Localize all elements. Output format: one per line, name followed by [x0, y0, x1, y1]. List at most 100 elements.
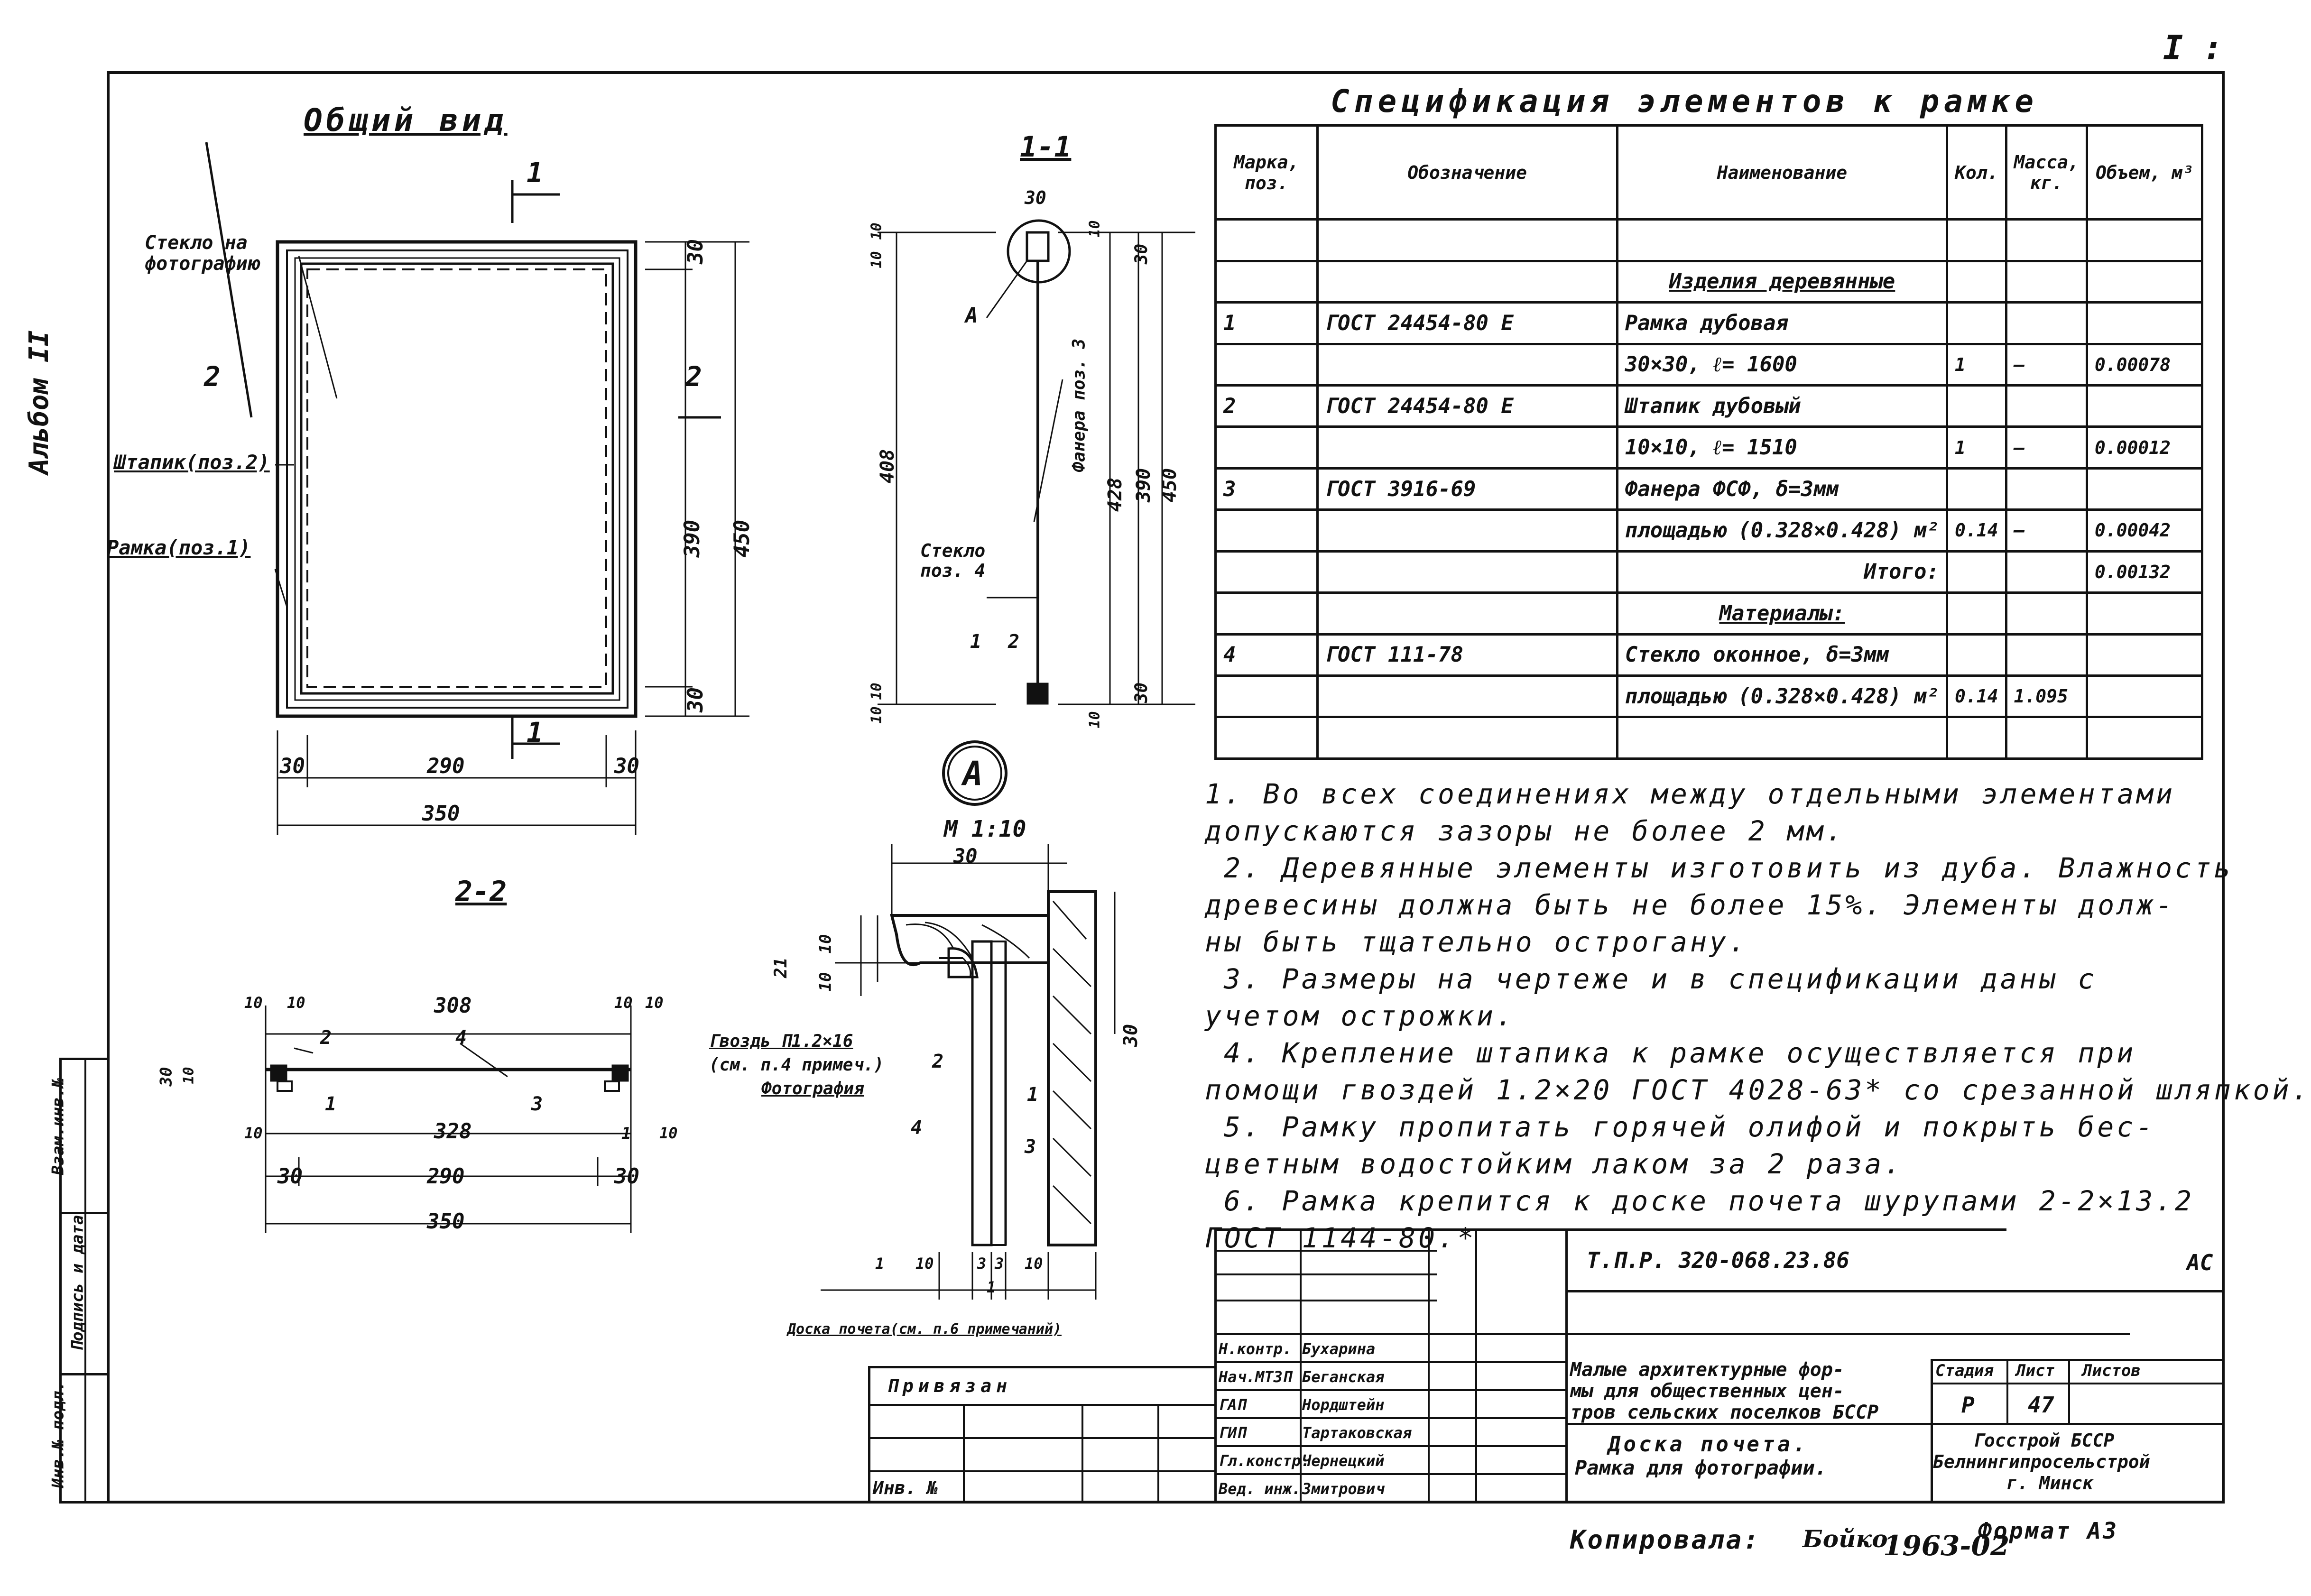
section-1-1-plywood: Фанера поз. 3 — [1069, 338, 1089, 472]
section-1-1-dim-390: 390 — [1133, 468, 1155, 503]
staff-name: Чернецкий — [1302, 1452, 1385, 1470]
spec-cell — [2085, 674, 2204, 719]
spec-cell: 0.00078 — [2085, 342, 2204, 387]
spec-cell — [1316, 674, 1618, 719]
staff-name: Бухарина — [1302, 1340, 1376, 1358]
spec-cell: Рамка дубовая — [1616, 301, 1949, 345]
section-1-1-dim-30-bottom: 30 — [1132, 682, 1152, 703]
spec-row — [1214, 218, 2204, 262]
spec-cell — [1316, 508, 1618, 553]
section-1-1-pos-1: 1 — [970, 631, 982, 653]
section-1-1-dim-bottom-a: 10 — [868, 683, 885, 700]
project-line-2: мы для общественных цен- — [1570, 1380, 1844, 1402]
spec-cell — [2005, 633, 2088, 677]
spec-cell — [1214, 508, 1319, 553]
footer-number: 1963-02 — [1883, 1530, 2010, 1562]
note-line: 2. Деревянные элементы изготовить из дуб… — [1224, 852, 2233, 884]
section-2-2-drawing — [265, 1006, 632, 1233]
section-1-1-title: 1-1 — [1020, 130, 1072, 164]
spec-cell: 1 — [1946, 342, 2007, 387]
spec-cell — [1946, 384, 2007, 428]
spec-cell — [1214, 342, 1319, 387]
spec-cell — [1316, 550, 1618, 594]
section-mark-2-left: 2 — [204, 360, 221, 393]
detail-a-pos-3: 3 — [1025, 1136, 1036, 1158]
general-view-drawing — [205, 142, 749, 835]
section-1-1-thickness: 30 — [1025, 187, 1046, 208]
spec-header-row: Марка, поз. Обозначение Наименование Кол… — [1214, 124, 2204, 221]
detail-a-dim-21: 21 — [771, 957, 791, 978]
section-2-2-dim-top-r1: 10 — [614, 994, 633, 1012]
spec-cell: — — [2005, 425, 2088, 470]
dim-bottom-left: 30 — [280, 754, 305, 778]
spec-head-name: Наименование — [1616, 124, 1949, 221]
section-2-2-dim-left-10: 10 — [180, 1067, 197, 1084]
dim-right-inner: 390 — [680, 519, 705, 558]
spec-cell: площадью (0.328×0.428) м² — [1616, 674, 1949, 719]
spec-cell — [2005, 259, 2088, 304]
staff-row: ГИП Тартаковская — [1217, 1419, 1568, 1447]
corner-mark: I : — [2163, 28, 2223, 67]
album-label: Альбом II — [24, 330, 55, 474]
section-2-2-dim-290: 290 — [427, 1164, 465, 1189]
section-2-2-dim-308: 308 — [434, 994, 472, 1018]
spec-row — [1214, 716, 2204, 760]
side-strip: Инв.№ подл. Подпись и дата Взам.инв.№ — [48, 1058, 107, 1504]
detail-a-dim-30-right: 30 — [1120, 1024, 1142, 1047]
section-2-2-dim-350: 350 — [427, 1209, 465, 1234]
staff-role: ГИП — [1219, 1424, 1246, 1442]
dim-right-bottom: 30 — [683, 687, 708, 712]
detail-a-dim-bottom-1a: 1 — [875, 1255, 885, 1273]
spec-cell — [2005, 716, 2088, 760]
detail-a-dim-10a: 10 — [816, 934, 835, 954]
spec-cell — [1316, 342, 1618, 387]
bound-label: Привязан — [887, 1375, 1012, 1396]
spec-cell: площадью (0.328×0.428) м² — [1616, 508, 1949, 553]
spec-cell: — — [2005, 508, 2088, 553]
spec-head-mass: Масса, кг. — [2005, 124, 2088, 221]
dim-bottom-inner: 290 — [427, 754, 465, 778]
section-1-1-dim-right-top: 10 — [1086, 220, 1103, 238]
stamp-inv-original: Инв.№ подл. — [48, 1381, 68, 1488]
doc-code: Т.П.Р. 320-068.23.86 — [1587, 1247, 1849, 1273]
spec-cell: ГОСТ 24454-80 Е — [1316, 301, 1618, 345]
staff-name: Тартаковская — [1302, 1424, 1412, 1442]
detail-a-dim-10b: 10 — [816, 972, 835, 992]
spec-cell — [1316, 591, 1618, 636]
spec-cell — [2085, 301, 2204, 345]
spec-cell — [1946, 550, 2007, 594]
spec-row: Изделия деревянные — [1214, 259, 2204, 304]
section-2-2-dim-mid-r: 10 — [659, 1124, 678, 1142]
spec-cell — [2085, 716, 2204, 760]
note-line: помощи гвоздей 1.2×20 ГОСТ 4028-63* со с… — [1205, 1074, 2311, 1106]
frame-outer — [276, 240, 638, 718]
spec-cell — [1946, 218, 2007, 262]
spec-cell — [1946, 716, 2007, 760]
spec-cell — [1214, 674, 1319, 719]
spec-cell — [2085, 591, 2204, 636]
staff-role: ГАП — [1219, 1396, 1246, 1414]
spec-cell — [1616, 716, 1949, 760]
staff-row: ГАП Нордштейн — [1217, 1391, 1568, 1419]
org-line-1: Госстрой БССР — [1973, 1430, 2115, 1451]
spec-cell — [2005, 218, 2088, 262]
dim-bottom-total: 350 — [422, 802, 460, 826]
spec-cell — [1316, 716, 1618, 760]
spec-head-mark: Марка, поз. — [1214, 124, 1319, 221]
staff-role: Гл.констр. — [1219, 1452, 1310, 1470]
staff-name: Нордштейн — [1302, 1396, 1385, 1414]
project-line-1: Малые архитектурные фор- — [1570, 1359, 1844, 1381]
callout-glass: Стекло на фотографию — [145, 232, 259, 275]
note-line: 5. Рамку пропитать горячей олифой и покр… — [1224, 1111, 2156, 1143]
spec-cell: 0.00012 — [2085, 425, 2204, 470]
spec-cell — [1316, 425, 1618, 470]
staff-name: Беганская — [1302, 1368, 1385, 1386]
section-2-2-dim-mid-l: 10 — [244, 1124, 263, 1142]
section-2-2-pos-1-right: 1 — [621, 1124, 631, 1143]
detail-a-nail-ref: (см. п.4 примеч.) — [709, 1055, 884, 1075]
head-sheets: Листов — [2082, 1361, 2141, 1380]
